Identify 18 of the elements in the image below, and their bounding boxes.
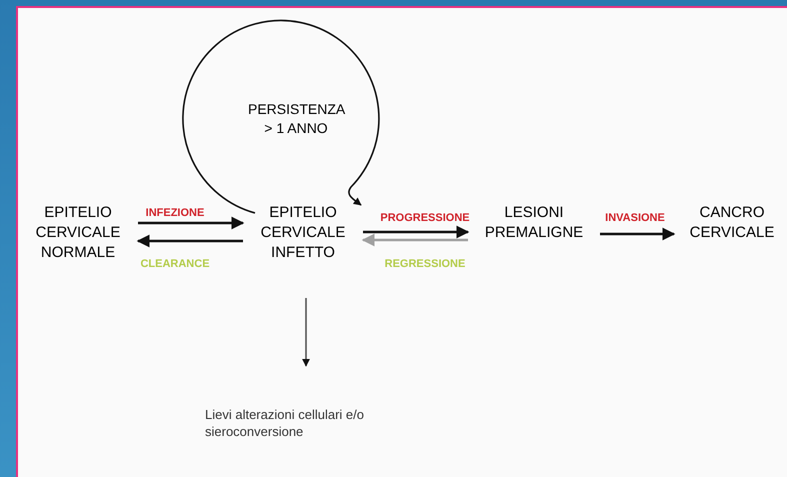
edge-label: INFEZIONE — [144, 206, 206, 221]
arrow — [138, 216, 244, 230]
arrow — [136, 234, 243, 248]
arrow — [182, 20, 380, 214]
edge-label: PERSISTENZA > 1 ANNO — [248, 100, 344, 138]
edge-label: INVASIONE — [604, 211, 666, 226]
stage-label: CANCRO CERVICALE — [688, 203, 776, 243]
note-text: Lievi alterazioni cellulari e/o sieroconversione — [205, 406, 365, 440]
arrow — [302, 298, 310, 367]
arrow — [600, 228, 676, 240]
stage-label: EPITELIO CERVICALE INFETTO — [260, 203, 346, 263]
edge-label: PROGRESSIONE — [379, 211, 471, 226]
arrow — [362, 234, 468, 246]
edge-label: REGRESSIONE — [384, 257, 466, 272]
arrow — [363, 226, 470, 238]
stage-label: EPITELIO CERVICALE NORMALE — [34, 203, 122, 263]
stage-label: LESIONI PREMALIGNE — [484, 203, 584, 243]
edge-label: CLEARANCE — [140, 257, 210, 272]
